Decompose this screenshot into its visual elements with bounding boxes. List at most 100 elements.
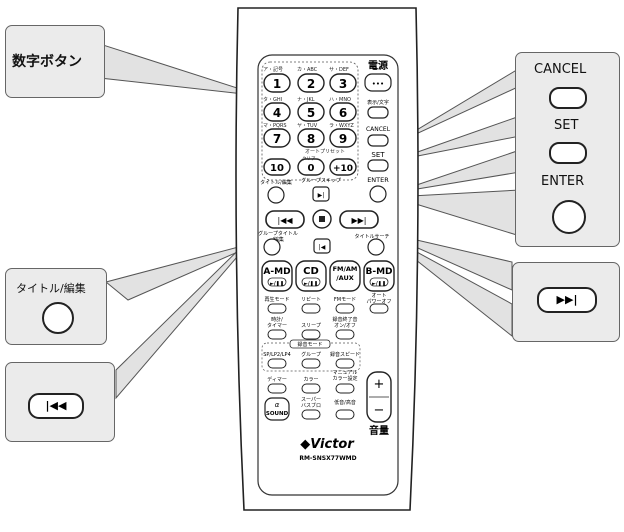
svg-text:•••: •••	[372, 80, 384, 88]
svg-text:マニュアル: マニュアル	[333, 370, 358, 376]
cancel-callout-button	[549, 87, 587, 109]
next-track-small-icon: ▶▶|	[352, 216, 367, 225]
title-edit-callout-button	[42, 302, 74, 334]
svg-text:録音モード: 録音モード	[297, 341, 322, 348]
svg-text:カラー設定: カラー設定	[332, 375, 357, 382]
number-button-2: 2	[297, 73, 325, 93]
auto-preset-label: オートプリセット	[305, 149, 345, 155]
number-button-1: 1	[263, 73, 291, 93]
svg-text:スーパー: スーパー	[301, 397, 321, 403]
group-skip-prev-icon: |◀	[319, 244, 326, 251]
number-keypad: ア・記号 カ・ABC サ・DEF タ・GHI ナ・JKL ハ・MNO マ・PQR…	[263, 66, 354, 129]
number-button-7: 7	[263, 128, 291, 148]
svg-text:パワーオフ: パワーオフ	[366, 299, 391, 305]
svg-text:7: 7	[273, 132, 281, 146]
svg-text:FMモード: FMモード	[334, 297, 356, 303]
source-keys[interactable]: A-MD ►/❚❚ CD ►/❚❚ FM/AM /AUX B-MD ►/❚❚	[261, 260, 395, 292]
group-title-edit-label: グループタイトル	[258, 230, 298, 237]
svg-text:►/❚❚: ►/❚❚	[372, 281, 386, 287]
volume-label: 音量	[369, 424, 389, 437]
number-button-0: 0	[297, 158, 325, 176]
keypad-label-9: ラ・WXYZ	[329, 123, 354, 129]
stop-icon	[319, 216, 325, 222]
cancel-callout-label: CANCEL	[534, 62, 587, 77]
svg-text:オン/オフ: オン/オフ	[334, 323, 356, 329]
title-search-label: タイトルサーチ	[354, 233, 389, 240]
svg-text:1: 1	[273, 77, 281, 91]
svg-text:グループ: グループ	[301, 351, 321, 358]
display-label: 表示/文字	[367, 99, 389, 106]
svg-text:2: 2	[307, 77, 315, 91]
volume-rocker[interactable]: + − 音量	[366, 371, 392, 437]
svg-text:+: +	[374, 377, 385, 392]
prev-track-small-button	[265, 210, 305, 229]
keypad-label-3: サ・DEF	[329, 67, 349, 73]
enter-small-label: ENTER	[367, 176, 389, 184]
navigation-keys[interactable]: タイトル/編集 グループスキップ ▶| |◀◀ ▶▶| グループタイトル /編集…	[258, 177, 390, 256]
svg-text:オート: オート	[371, 293, 386, 299]
svg-text:8: 8	[307, 132, 315, 146]
right-column-keys[interactable]: 電源 ••• 表示/文字 CANCEL SET ENTER	[364, 59, 392, 203]
brand-logo: ◆Victor RM-SNSX77WMD	[299, 437, 356, 462]
svg-text:タイマー: タイマー	[267, 322, 287, 329]
svg-text:時計/: 時計/	[271, 316, 283, 323]
enter-small-button	[369, 185, 387, 203]
numbers-callout-label: 数字ボタン	[12, 54, 82, 70]
number-button-3: 3	[329, 73, 357, 93]
title-search-button	[367, 238, 385, 256]
keypad-label-6: ハ・MNO	[329, 97, 351, 103]
source-fm-am-aux	[329, 260, 361, 292]
svg-text:録音終了音: 録音終了音	[332, 316, 357, 323]
group-skip-label: グループスキップ	[301, 177, 341, 184]
svg-text:/AUX: /AUX	[336, 274, 354, 282]
numbers-callout: 数字ボタン	[5, 25, 105, 98]
svg-text:►/❚❚: ►/❚❚	[270, 281, 284, 287]
keypad-label-2: カ・ABC	[297, 67, 318, 73]
previous-track-callout: |◀◀	[5, 362, 115, 442]
svg-text:FM/AM: FM/AM	[333, 265, 358, 273]
number-buttons[interactable]: 1 2 3 4 5 6 7 8 9 10 0 +10	[263, 73, 357, 176]
number-button-9: 9	[329, 128, 357, 148]
next-track-callout: ▶▶|	[512, 262, 620, 342]
svg-text:5: 5	[307, 106, 315, 120]
model-number: RM-SNSX77WMD	[299, 455, 356, 462]
title-edit-callout-label: タイトル/編集	[16, 282, 86, 295]
svg-text:α: α	[275, 401, 280, 409]
group-skip-next-button	[312, 186, 330, 202]
group-skip-prev-button	[313, 238, 331, 254]
next-track-icon: ▶▶|	[556, 293, 578, 306]
svg-text:低音/高音: 低音/高音	[334, 399, 356, 406]
svg-text:SOUND: SOUND	[266, 411, 289, 417]
set-callout-label: SET	[554, 118, 579, 133]
number-button-4: 4	[263, 102, 291, 122]
svg-text:10: 10	[270, 163, 284, 174]
number-button-10: 10	[263, 158, 291, 176]
next-track-small-button	[339, 210, 379, 229]
set-callout-button	[549, 142, 587, 164]
set-small-button	[367, 159, 389, 172]
cancel-small-label: CANCEL	[366, 126, 391, 133]
title-edit-small-button	[267, 186, 285, 204]
svg-text:+10: +10	[333, 164, 353, 174]
title-edit-small-label: タイトル/編集	[260, 179, 292, 186]
svg-text:9: 9	[339, 132, 347, 146]
next-track-callout-button: ▶▶|	[537, 287, 597, 313]
clear-label: クリア	[302, 156, 316, 162]
keypad-label-4: タ・GHI	[263, 96, 282, 103]
number-button-plus10: +10	[329, 158, 357, 176]
svg-text:►/❚❚: ►/❚❚	[304, 281, 318, 287]
svg-text:CD: CD	[303, 266, 319, 277]
keypad-label-8: ヤ・TUV	[297, 123, 318, 129]
group-title-edit-label-2: /編集	[272, 236, 284, 243]
right-callout-panel: CANCEL SET ENTER	[515, 52, 620, 247]
svg-text:6: 6	[339, 106, 347, 120]
svg-text:カラー: カラー	[303, 377, 318, 383]
svg-text:リピート: リピート	[301, 297, 321, 303]
set-small-label: SET	[371, 151, 385, 159]
function-keys[interactable]: 再生モード リピート FMモード オート パワーオフ 時計/ タイマー スリープ…	[261, 293, 392, 421]
svg-text:4: 4	[273, 106, 281, 120]
previous-track-callout-button: |◀◀	[28, 393, 84, 419]
group-skip-next-icon: ▶|	[318, 192, 325, 199]
display-button	[367, 106, 389, 119]
